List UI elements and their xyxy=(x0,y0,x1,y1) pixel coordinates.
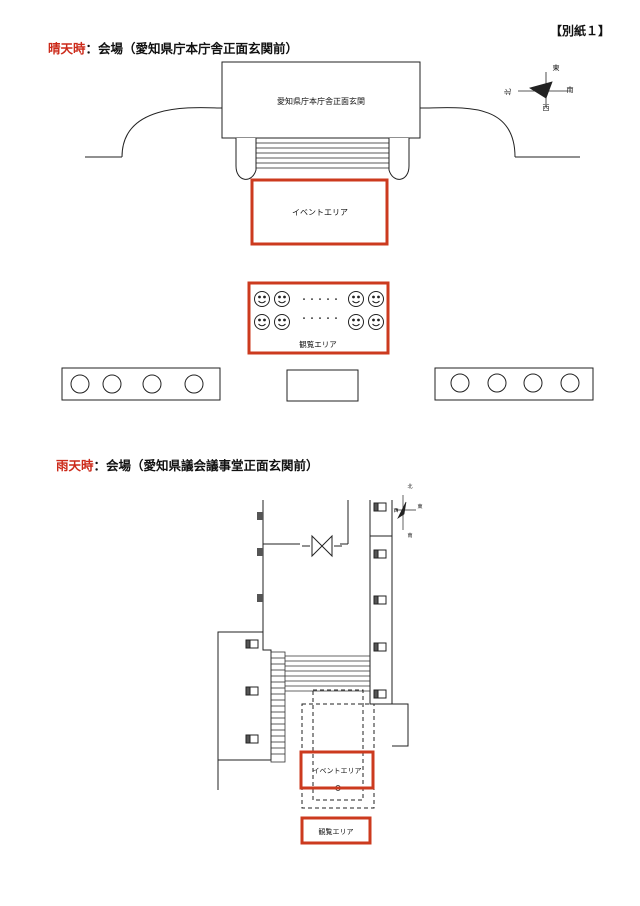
right-approach-wall xyxy=(419,107,516,158)
smiley-icon xyxy=(368,314,384,330)
sunny-viewing-dots-top: ・・・・・ xyxy=(300,295,340,304)
sunny-compass-north: 北 xyxy=(504,89,512,96)
sunny-viewing-dots-bottom: ・・・・・ xyxy=(300,314,340,323)
rainy-right-building xyxy=(369,500,393,705)
rainy-dashed-canopy xyxy=(301,689,375,809)
rainy-left-block-windows xyxy=(245,639,259,744)
sunny-event-area xyxy=(250,178,389,246)
sunny-compass-icon xyxy=(518,72,568,104)
center-planter xyxy=(286,369,359,402)
smiley-icon xyxy=(274,291,290,307)
smiley-icon xyxy=(348,314,364,330)
rainy-venue-text: ：会場（愛知県議会議事堂正面玄関前） xyxy=(93,458,319,473)
revolving-door-icon xyxy=(302,534,342,558)
rainy-section-title: 雨天時：会場（愛知県議会議事堂正面玄関前） xyxy=(56,455,319,474)
rainy-compass-north: 北 xyxy=(407,483,412,490)
rainy-right-canopy xyxy=(392,703,409,747)
smiley-icon xyxy=(368,291,384,307)
smiley-icon xyxy=(254,314,270,330)
rainy-event-area xyxy=(299,750,375,790)
rainy-compass-east: 東 xyxy=(417,503,422,510)
rainy-event-area-label: イベントエリア xyxy=(313,767,362,775)
rainy-compass-west: 西 xyxy=(393,508,398,514)
left-planter xyxy=(61,367,221,401)
left-pillar xyxy=(235,138,257,180)
sunny-compass-south: 南 xyxy=(567,85,574,94)
rainy-viewing-area xyxy=(300,816,372,845)
rainy-compass-icon xyxy=(396,495,416,530)
sunny-viewing-area xyxy=(247,281,390,355)
rainy-compass-south: 南 xyxy=(407,532,412,539)
right-planter xyxy=(434,367,594,401)
rainy-left-window-marks xyxy=(257,512,263,602)
smiley-icon xyxy=(274,314,290,330)
sunny-event-area-label: イベントエリア xyxy=(292,208,348,217)
right-pillar xyxy=(388,138,410,180)
sunny-compass-west: 西 xyxy=(543,104,550,112)
building-label: 愛知県庁本庁舎正面玄関 xyxy=(277,96,365,106)
audience-smiley-faces xyxy=(254,291,384,330)
rainy-left-building xyxy=(217,631,272,790)
sunny-venue-text: ：会場（愛知県庁本庁舎正面玄関前） xyxy=(85,41,299,56)
rainy-hatched-steps xyxy=(270,651,286,763)
sunny-section-title: 晴天時：会場（愛知県庁本庁舎正面玄関前） xyxy=(48,38,298,57)
sunny-compass-east: 東 xyxy=(553,63,560,72)
sunny-weather-label: 晴天時 xyxy=(48,41,86,56)
smiley-icon xyxy=(254,291,270,307)
left-approach-wall xyxy=(121,107,223,158)
rainy-viewing-area-label: 観覧エリア xyxy=(319,827,354,836)
rainy-upper-walls xyxy=(262,500,349,632)
rainy-weather-label: 雨天時 xyxy=(56,458,94,473)
entrance-steps xyxy=(256,142,389,169)
attachment-label: 【別紙１】 xyxy=(550,24,611,38)
main-building xyxy=(221,61,421,139)
rainy-entrance-steps xyxy=(285,655,370,692)
smiley-icon xyxy=(348,291,364,307)
rainy-right-window-marks xyxy=(373,502,387,699)
sunny-viewing-area-label: 観覧エリア xyxy=(299,339,337,349)
